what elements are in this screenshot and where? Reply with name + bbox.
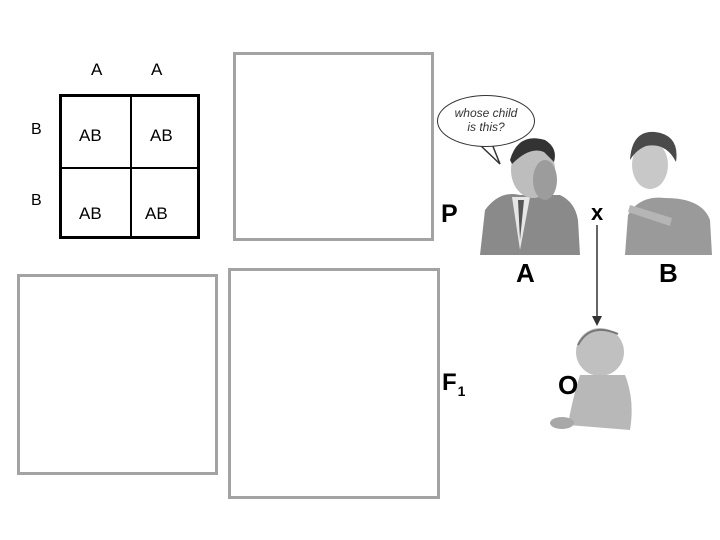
punnett-cell: AB xyxy=(79,126,102,146)
arrow-down-icon xyxy=(592,316,602,326)
mother-blood-type: B xyxy=(659,258,678,289)
punnett-cell: AB xyxy=(79,204,102,224)
grid-divider-horizontal xyxy=(62,167,197,169)
generation-f-letter: F xyxy=(442,369,457,396)
column-header-2: A xyxy=(151,60,162,80)
punnett-cell: AB xyxy=(150,126,173,146)
mother-figure xyxy=(625,132,712,255)
column-header-1: A xyxy=(91,60,102,80)
generation-p-label: P xyxy=(441,200,458,229)
father-blood-type: A xyxy=(516,258,535,289)
empty-box-top xyxy=(233,52,434,241)
generation-f1-label: F1 xyxy=(442,369,465,399)
empty-box-bottom-left xyxy=(17,274,218,475)
row-header-1: B xyxy=(31,121,42,139)
speech-bubble: whose child is this? xyxy=(437,95,535,147)
speech-line-2: is this? xyxy=(438,120,534,134)
punnett-square: AB AB AB AB xyxy=(59,94,200,239)
punnett-cell: AB xyxy=(145,204,168,224)
speech-line-1: whose child xyxy=(438,106,534,120)
child-blood-type: O xyxy=(558,370,578,401)
row-header-2: B xyxy=(31,192,42,210)
generation-f-subscript: 1 xyxy=(458,383,466,399)
empty-box-bottom-right xyxy=(228,268,440,499)
cross-symbol: x xyxy=(591,200,603,226)
